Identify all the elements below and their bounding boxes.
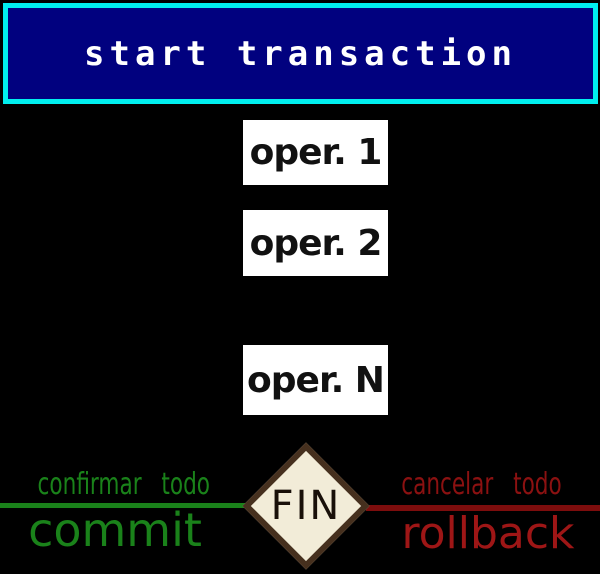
commit-action-label: commit	[28, 503, 202, 557]
operation-node-n: oper. N	[243, 345, 388, 415]
rollback-action-label: rollback	[401, 508, 575, 559]
confirm-branch-caption-text: confirmar todo	[37, 467, 210, 502]
commit-branch-line	[0, 503, 246, 508]
fin-decision-label: FIN	[270, 483, 342, 529]
operation-node-2: oper. 2	[243, 210, 388, 276]
operation-2-label: oper. 2	[249, 222, 383, 264]
operation-n-label: oper. N	[247, 359, 385, 401]
start-transaction-label: start transaction	[84, 33, 517, 74]
operation-1-label: oper. 1	[249, 132, 383, 173]
cancel-branch-caption: cancelar todo	[368, 468, 594, 502]
start-transaction-node: start transaction	[3, 3, 598, 104]
operation-node-1: oper. 1	[243, 120, 388, 185]
rollback-branch-line	[366, 505, 600, 511]
confirm-branch-caption: confirmar todo	[0, 468, 247, 502]
cancel-branch-caption-text: cancelar todo	[400, 467, 562, 502]
